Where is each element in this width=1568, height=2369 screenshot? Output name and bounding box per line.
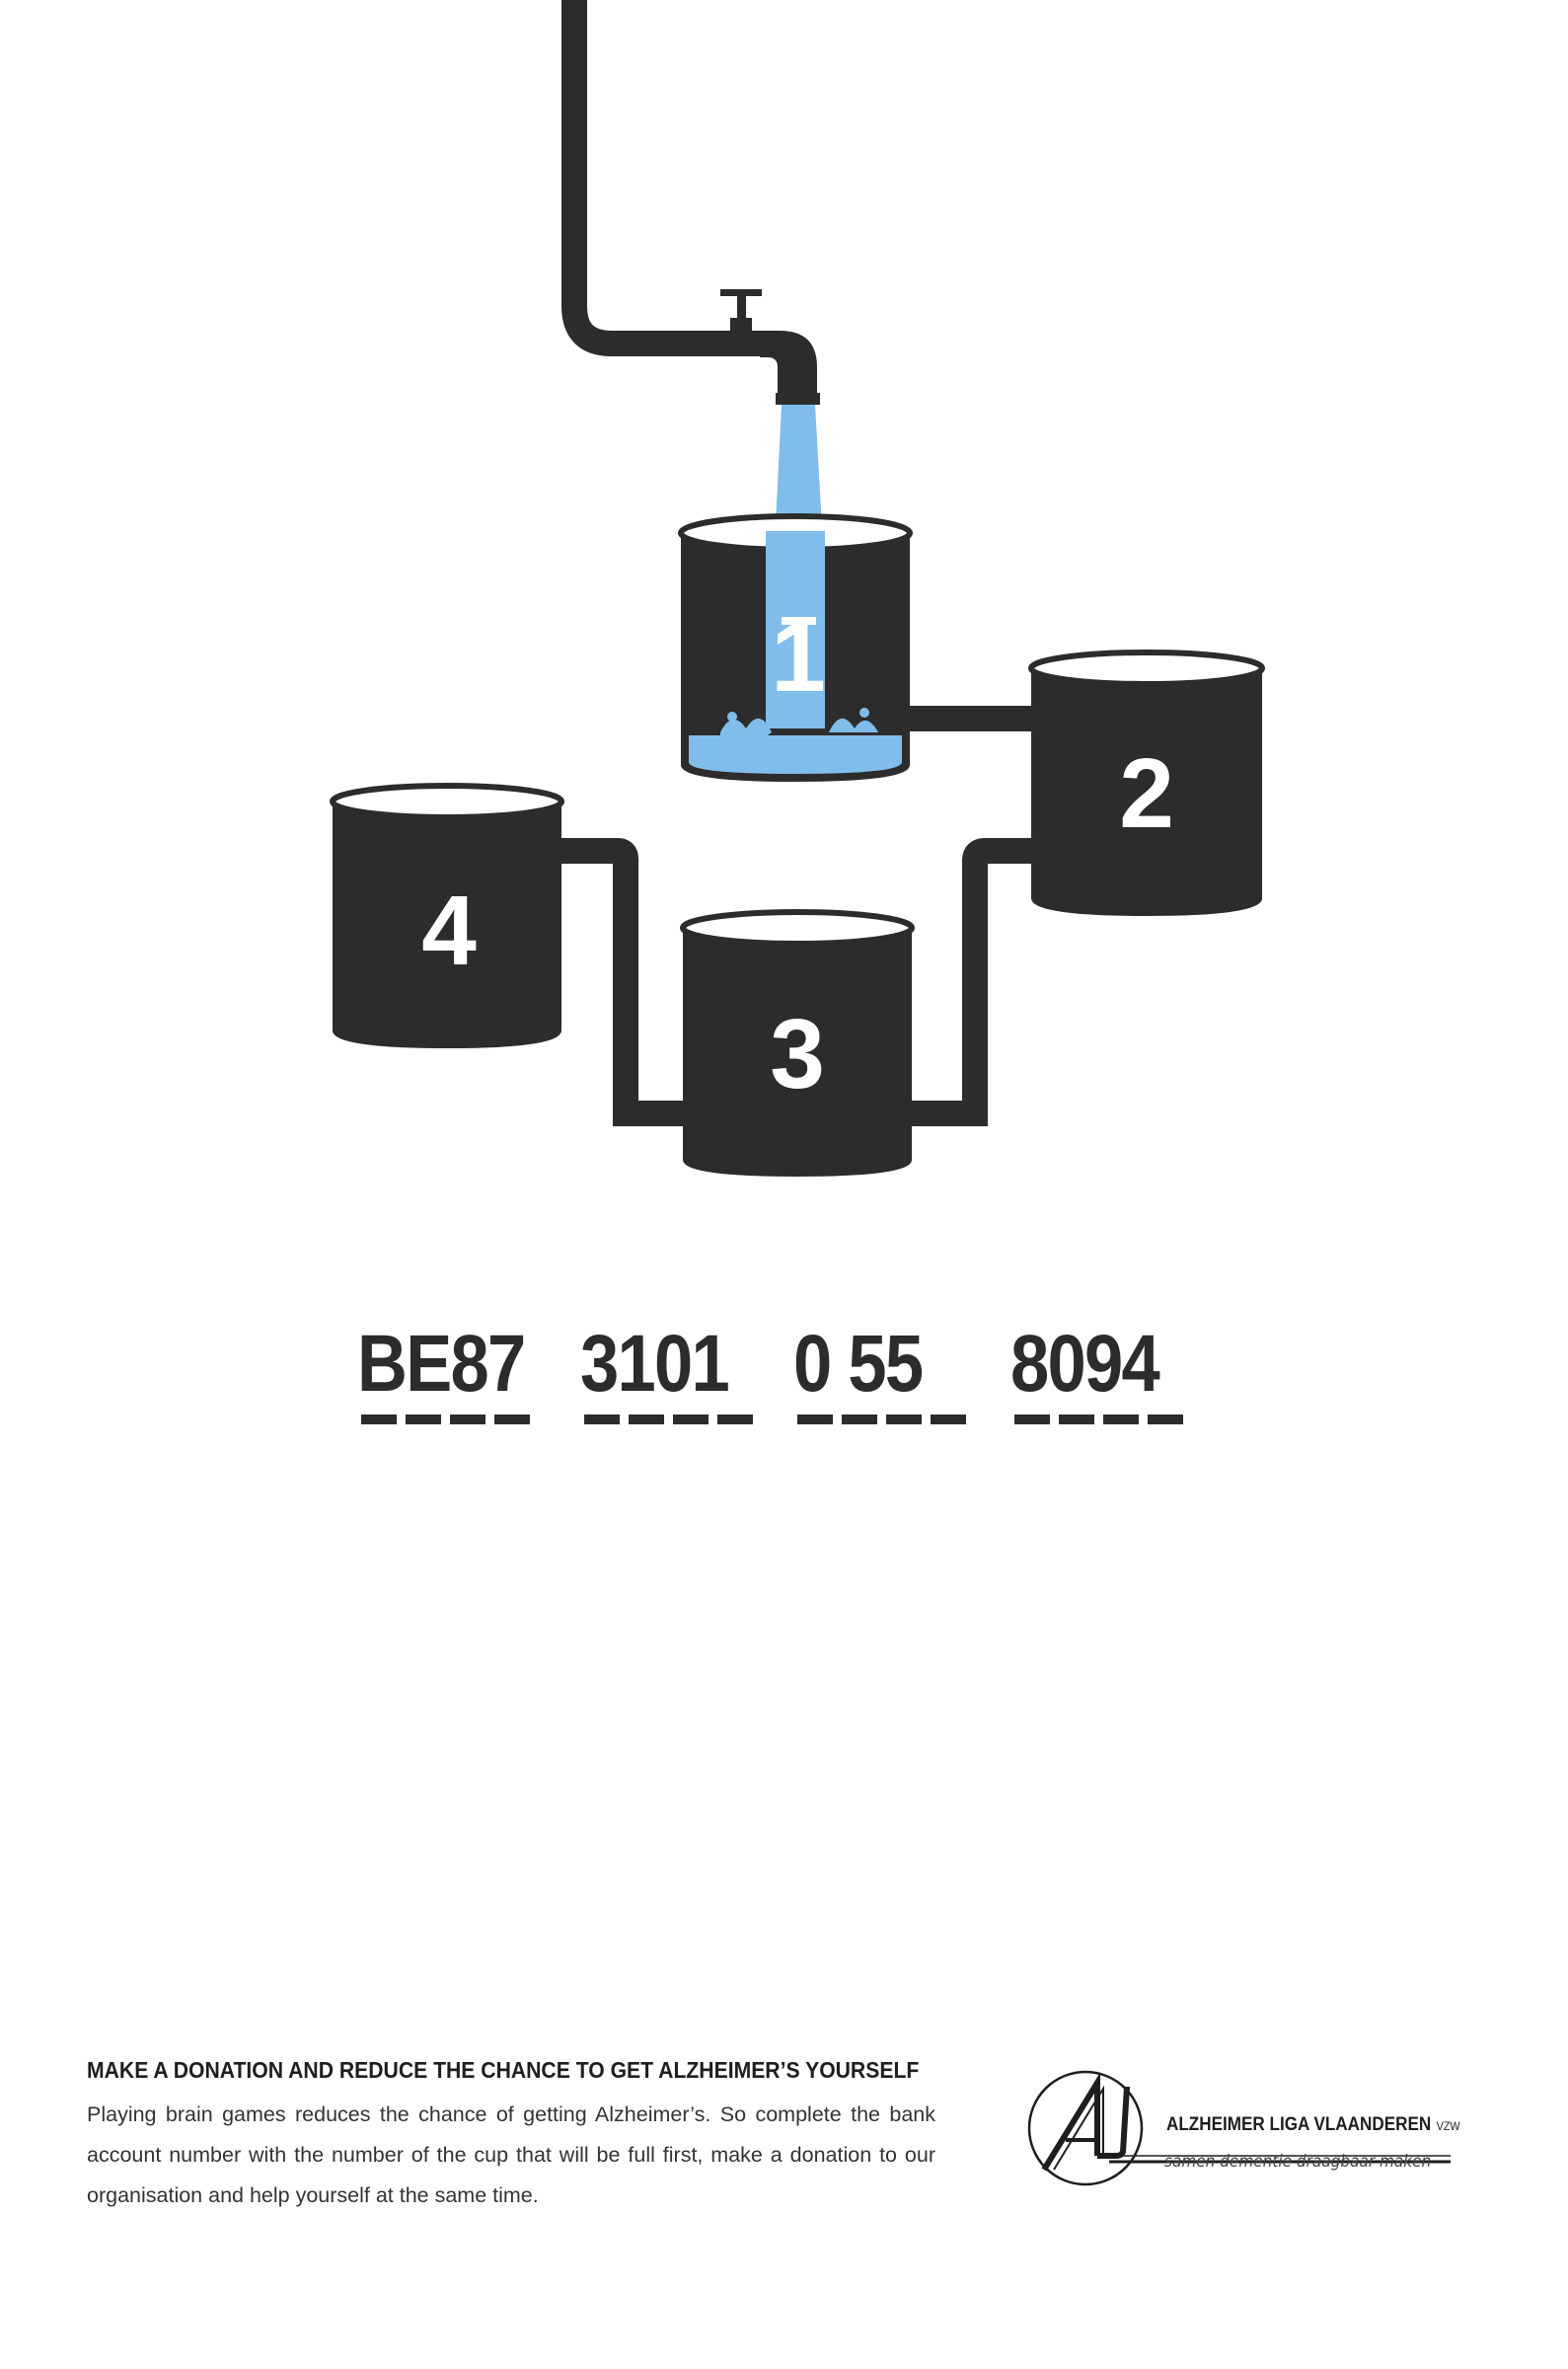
account-group-3: 0 55 <box>793 1315 981 1433</box>
digit-blank <box>886 1414 922 1424</box>
connecting-pipes <box>560 706 1034 1126</box>
logo-name-text: ALZHEIMER LIGA VLAANDEREN <box>1166 2114 1432 2135</box>
digit-blank <box>629 1414 664 1424</box>
digit-blank <box>717 1414 753 1424</box>
digit-blank <box>1148 1414 1183 1424</box>
al-monogram-icon <box>1027 2070 1451 2186</box>
cup-3-number: 3 <box>770 999 825 1109</box>
digit-blank <box>842 1414 877 1424</box>
account-group-2: 3101 <box>580 1315 768 1433</box>
logo-suffix: VZW <box>1436 2119 1460 2133</box>
cup-1: 1 <box>678 513 913 782</box>
puzzle-illustration: 1 2 3 4 <box>330 0 1265 1177</box>
digit-blank <box>584 1414 620 1424</box>
cup-4: 4 <box>330 783 564 1048</box>
cup-2-number: 2 <box>1119 738 1174 849</box>
supply-pipe <box>561 0 780 356</box>
account-digits: 0 55 <box>793 1319 924 1409</box>
account-digits: 3101 <box>580 1319 730 1409</box>
footer-headline: MAKE A DONATION AND REDUCE THE CHANCE TO… <box>87 2057 920 2083</box>
cup-1-number: 1 <box>771 602 826 713</box>
logo-name: ALZHEIMER LIGA VLAANDEREN VZW <box>1166 2114 1460 2136</box>
digit-blank <box>931 1414 966 1424</box>
digit-blank <box>797 1414 833 1424</box>
digit-blank <box>361 1414 397 1424</box>
cup-2: 2 <box>1028 650 1265 916</box>
faucet-icon <box>720 289 820 405</box>
digit-blank <box>1014 1414 1050 1424</box>
digit-blank <box>1059 1414 1094 1424</box>
account-digits: 8094 <box>1010 1319 1160 1409</box>
logo-tagline: samen dementie draagbaar maken <box>1164 2152 1432 2172</box>
digit-blank <box>1103 1414 1139 1424</box>
footer-body: Playing brain games reduces the chance o… <box>87 2102 935 2207</box>
digit-blank <box>406 1414 441 1424</box>
digit-blank <box>450 1414 485 1424</box>
digit-blank <box>494 1414 530 1424</box>
digit-blank <box>673 1414 709 1424</box>
alzheimer-liga-logo: ALZHEIMER LIGA VLAANDEREN VZW samen demen… <box>1026 2059 1460 2197</box>
cup-3: 3 <box>680 909 915 1177</box>
cup-4-number: 4 <box>421 876 477 986</box>
account-group-1: BE87 <box>357 1315 545 1433</box>
account-digits: BE87 <box>357 1319 526 1409</box>
account-group-4: 8094 <box>1010 1315 1198 1433</box>
footer-copy: MAKE A DONATION AND REDUCE THE CHANCE TO… <box>87 2055 935 2216</box>
bank-account-number: BE87 3101 0 55 8094 <box>0 1315 1568 1433</box>
